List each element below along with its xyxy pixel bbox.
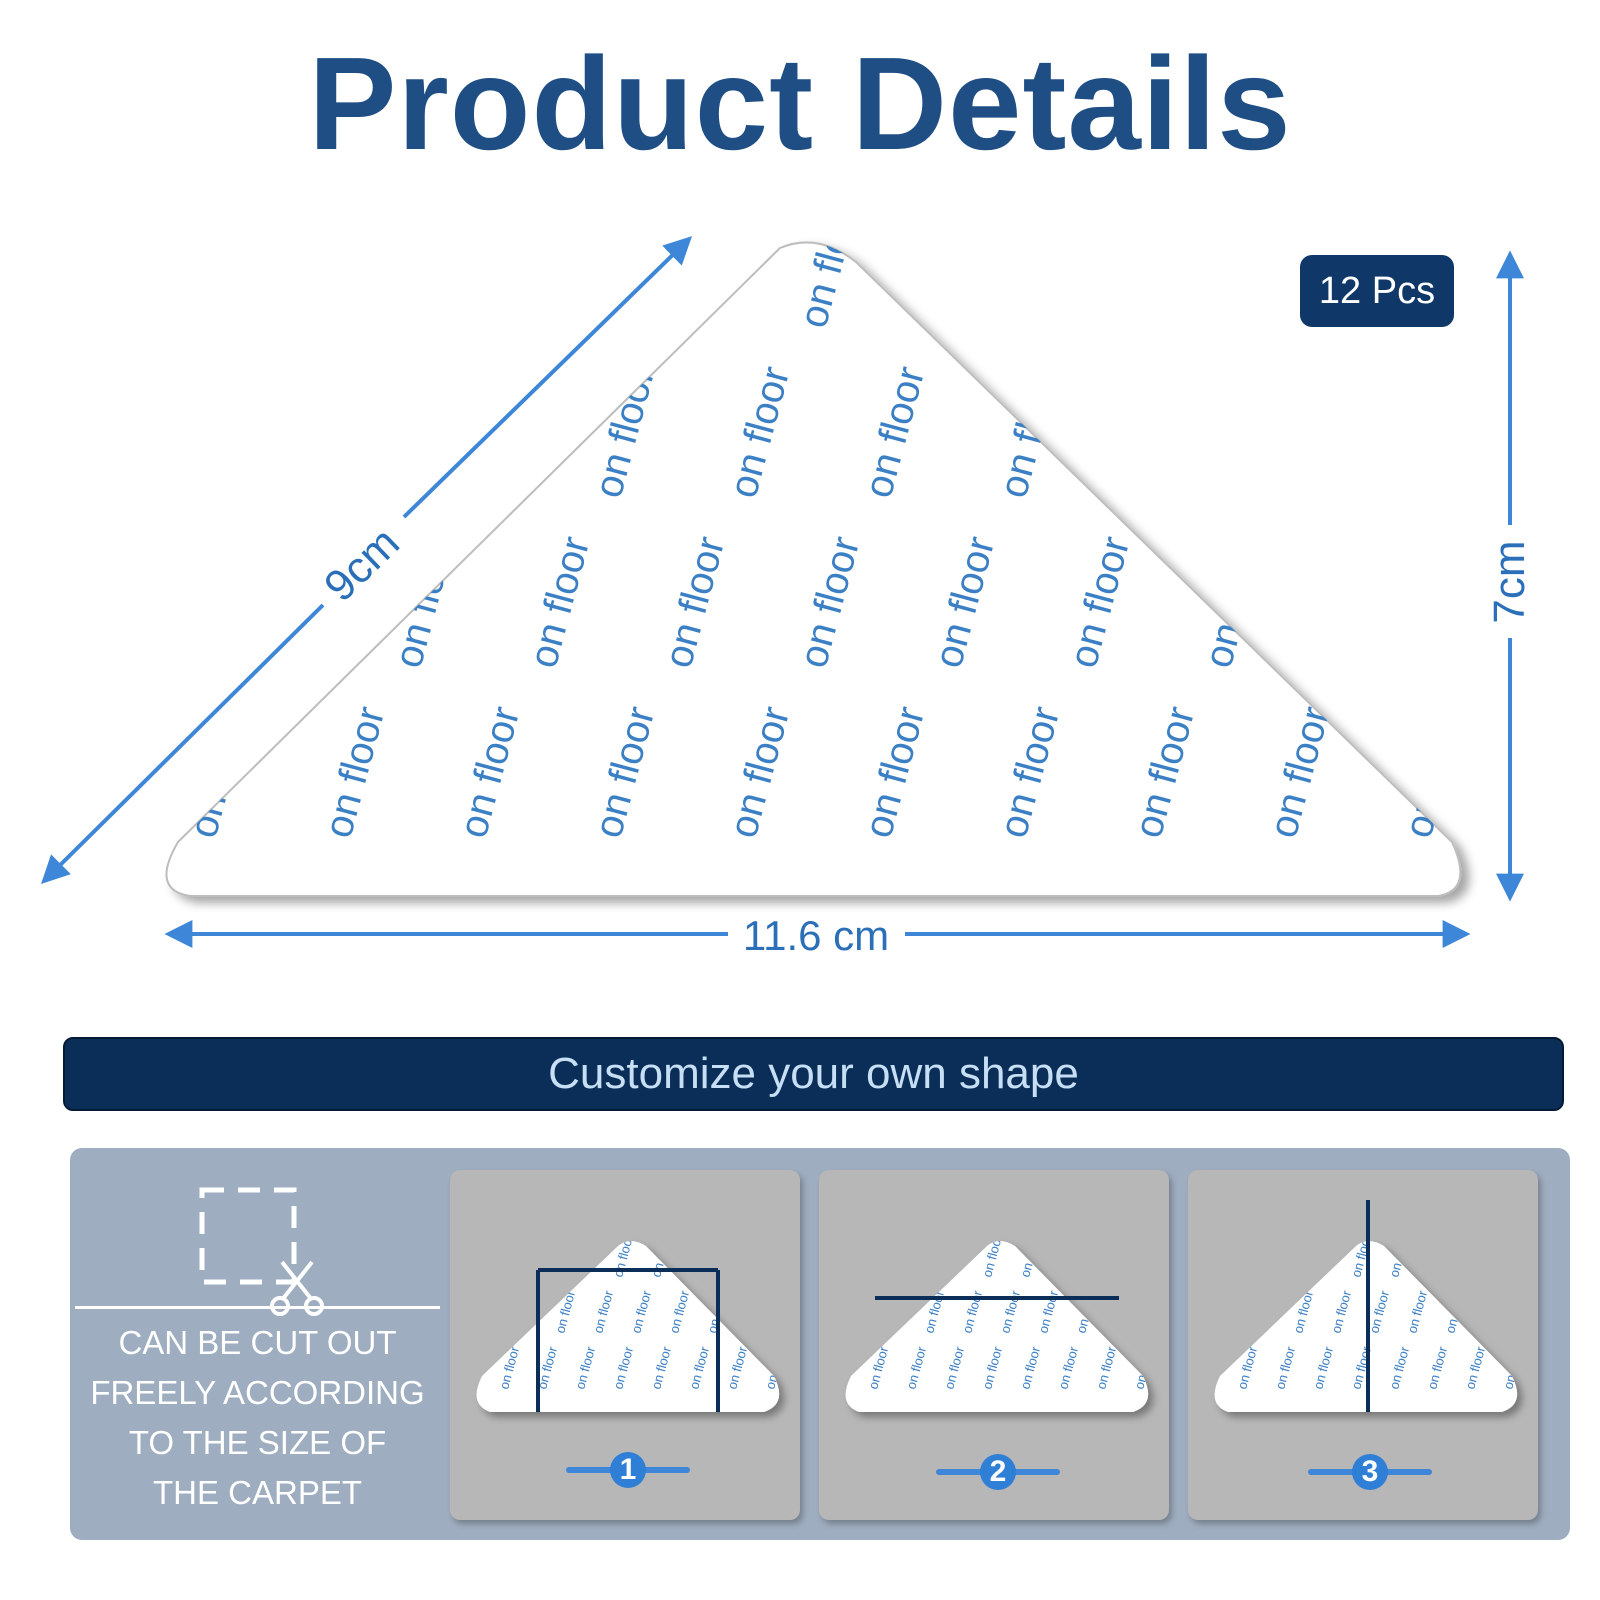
pattern-text: on floor	[316, 362, 393, 502]
pattern-text: on floor	[1196, 532, 1273, 672]
pattern-text: on floor	[1396, 702, 1473, 842]
height-dimension-label: 7cm	[1485, 540, 1534, 623]
cut-caption: CAN BE CUT OUT FREELY ACCORDING TO THE S…	[75, 1318, 440, 1518]
width-dimension-label: 11.6 cm	[743, 912, 889, 959]
step-3-badge: 3	[1352, 1454, 1388, 1490]
pattern-text: on floor	[926, 192, 1003, 332]
cut-caption-line: TO THE SIZE OF	[128, 1424, 387, 1461]
pattern-text: on floor	[116, 192, 193, 332]
pattern-text: on floor	[521, 192, 598, 332]
pieces-badge: 12 Pcs	[1300, 255, 1454, 327]
pattern-text: on floor	[1261, 362, 1338, 502]
pattern-text: on floor	[1331, 532, 1408, 672]
cut-caption-line: FREELY ACCORDING	[90, 1374, 425, 1411]
pattern-text: on floor	[1126, 362, 1203, 502]
customize-banner: Customize your own shape	[63, 1037, 1564, 1111]
pattern-text: on floor	[251, 532, 328, 672]
diagonal-dimension-label: 9cm	[315, 518, 409, 611]
scissors-dashed-square-icon	[199, 1187, 324, 1316]
main-diagram: on floor on floor on floor on floor on floor…	[41, 192, 1534, 959]
step-2-badge: 2	[980, 1454, 1016, 1490]
cut-caption-line: CAN BE CUT OUT	[118, 1324, 397, 1361]
pattern-text: on floor	[181, 362, 258, 502]
step-1-badge: 1	[610, 1452, 646, 1488]
cut-caption-line: THE CARPET	[152, 1474, 363, 1511]
page-title: Product Details	[308, 30, 1292, 177]
pattern-text: on floor	[116, 532, 193, 672]
caption-divider	[75, 1306, 440, 1309]
pattern-text: on floor	[1196, 192, 1273, 332]
pattern-text: on floor	[251, 192, 328, 332]
triangle-pad	[165, 241, 1462, 897]
pattern-text: on floor	[1061, 192, 1138, 332]
diagonal-arrow-upper	[402, 236, 693, 519]
pattern-text: on floor	[386, 192, 463, 332]
pattern-text: on floor	[1396, 362, 1473, 502]
diagonal-arrow-lower	[41, 603, 325, 884]
